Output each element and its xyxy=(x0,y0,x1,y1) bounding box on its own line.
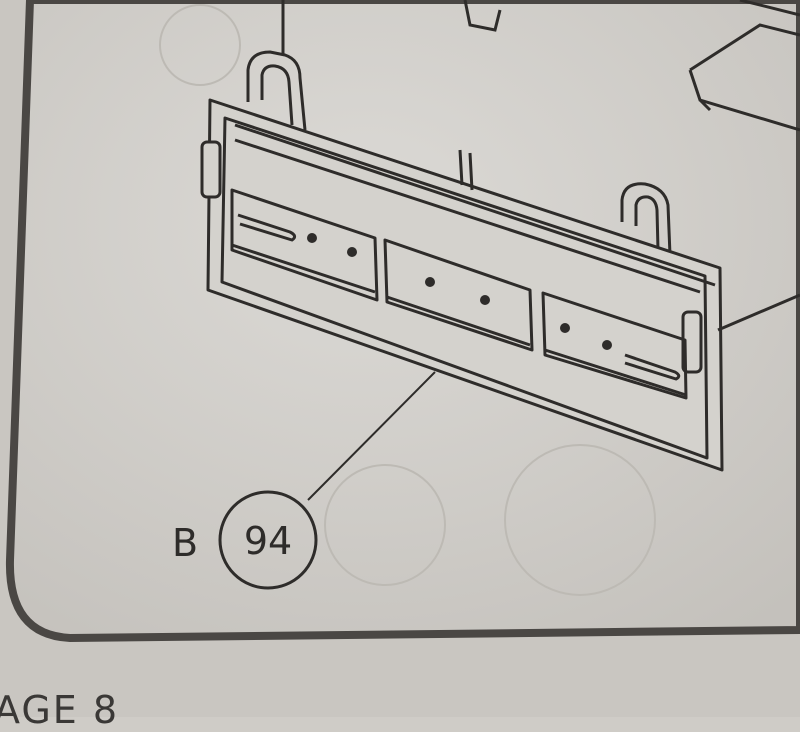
part-number: 94 xyxy=(244,519,292,563)
adjacent-parts-drawing xyxy=(281,0,800,132)
bleed-through-marks xyxy=(159,4,656,596)
page-label: AGE 8 xyxy=(0,688,120,732)
left-handle xyxy=(246,50,307,131)
hole-markers xyxy=(307,233,612,350)
instruction-diagram: B 94 xyxy=(5,0,800,643)
part-number-circle xyxy=(218,490,318,590)
right-handle xyxy=(620,182,672,256)
part-letter: B xyxy=(172,521,198,565)
headboard-part xyxy=(200,50,800,501)
